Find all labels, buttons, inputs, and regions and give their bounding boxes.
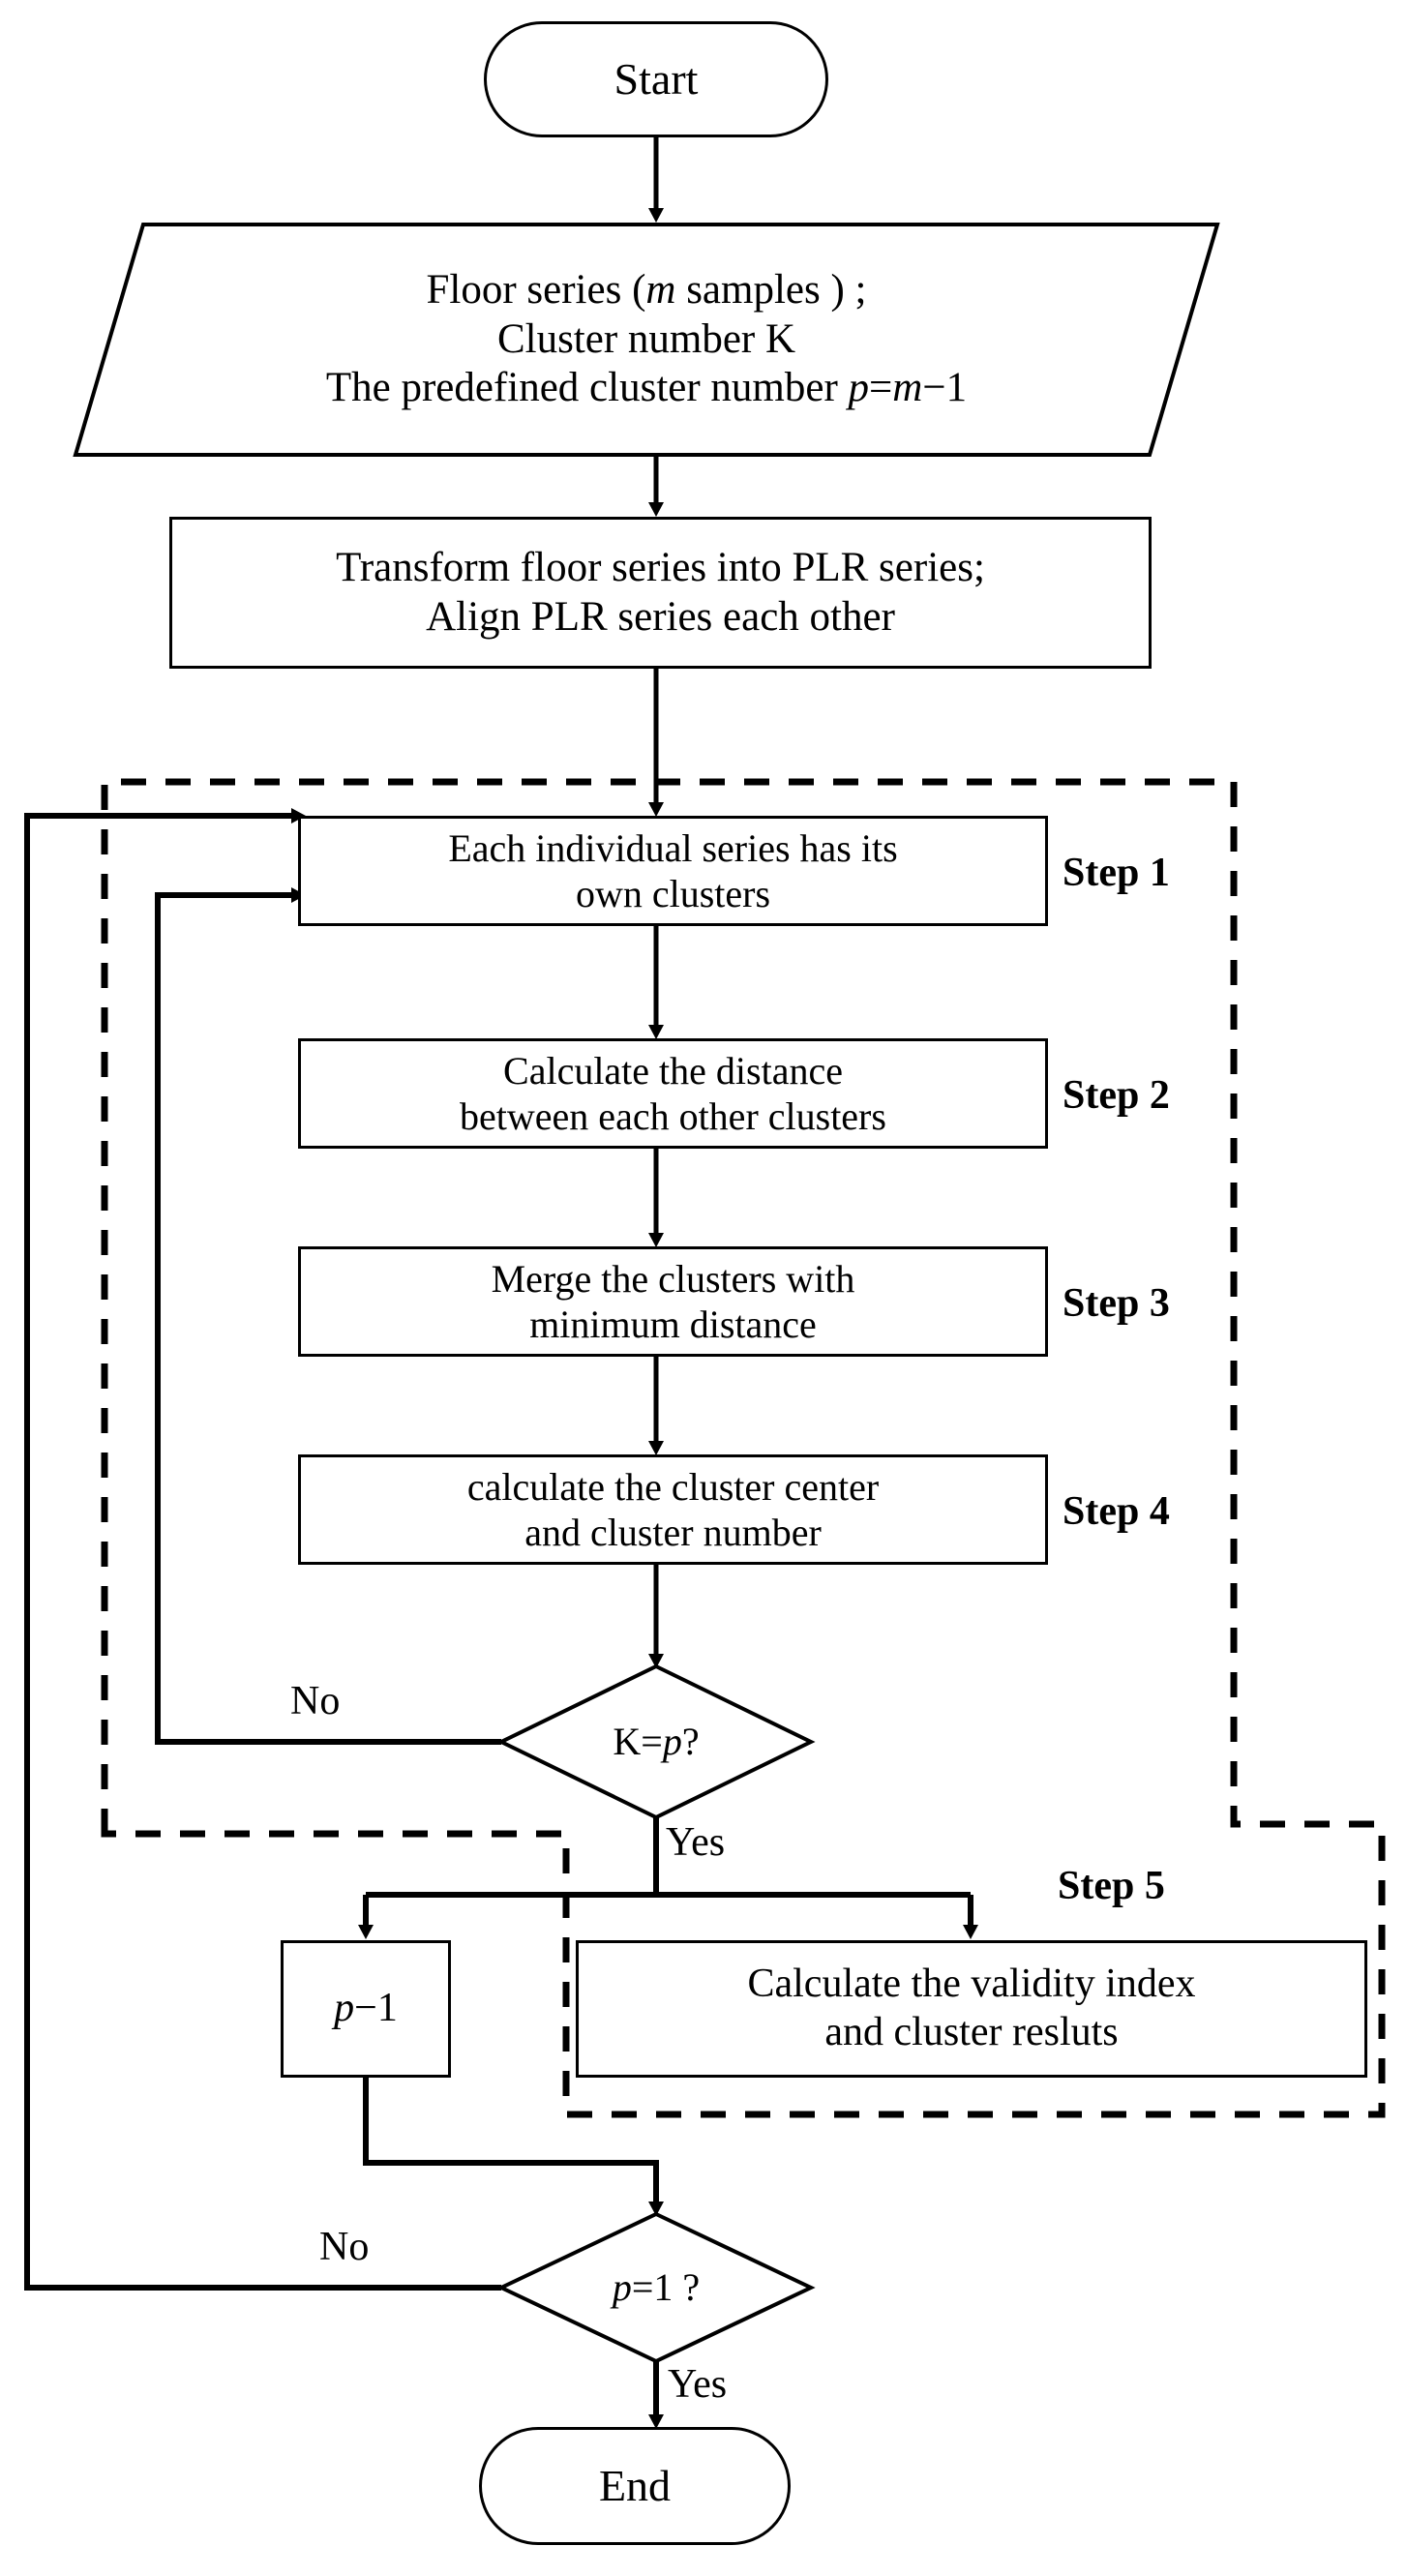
node-step1-box[interactable]: Each individual series has its own clust…	[298, 816, 1048, 926]
input-line-3: The predefined cluster number p=m−1	[326, 364, 967, 413]
step-label-2: Step 2	[1063, 1073, 1170, 1118]
transform-line-1: Transform floor series into PLR series;	[336, 544, 985, 590]
node-transform[interactable]: Transform floor series into PLR series; …	[169, 517, 1152, 669]
step4-line-1: calculate the cluster center	[466, 1464, 880, 1509]
pminus1-p: p	[334, 1986, 355, 2031]
edge-label-p1-yes: Yes	[668, 2362, 728, 2407]
input-line-3-p: p	[848, 365, 870, 411]
decision-kp-p: p	[662, 1720, 682, 1764]
step1-line-1: Each individual series has its	[448, 825, 898, 870]
node-start-label: Start	[614, 53, 699, 104]
input-line-1-m: m	[645, 266, 676, 313]
decision-p1-p: p	[612, 2265, 632, 2310]
step3-line-1: Merge the clusters with	[491, 1256, 855, 1301]
node-step2-box[interactable]: Calculate the distance between each othe…	[298, 1038, 1048, 1149]
step-label-1: Step 1	[1063, 851, 1170, 895]
step2-line-1: Calculate the distance	[503, 1048, 843, 1093]
validity-line-2: and cluster resluts	[824, 2010, 1119, 2054]
step1-line-2: own clusters	[575, 872, 771, 915]
step4-line-2: and cluster number	[524, 1511, 822, 1554]
step2-line-2: between each other clusters	[460, 1094, 886, 1138]
step-label-4: Step 4	[1063, 1489, 1170, 1534]
node-decision-kp[interactable]: K=p?	[559, 1713, 753, 1771]
node-step4-box[interactable]: calculate the cluster center and cluster…	[298, 1454, 1048, 1565]
input-line-1-b: samples ) ;	[675, 266, 867, 313]
input-line-3-b: −1	[922, 365, 968, 411]
input-line-3-eq: =	[869, 365, 893, 411]
input-line-1: Floor series (m samples ) ;	[426, 266, 866, 315]
node-start[interactable]: Start	[484, 21, 828, 137]
decision-p1-rest: =1 ?	[631, 2265, 701, 2310]
node-input-parallelogram[interactable]: Floor series (m samples ) ; Cluster numb…	[75, 225, 1217, 455]
node-decision-p1[interactable]: p=1 ?	[559, 2259, 753, 2317]
input-line-1-a: Floor series (	[426, 266, 646, 313]
transform-line-2: Align PLR series each other	[426, 593, 895, 640]
node-end[interactable]: End	[479, 2427, 791, 2545]
validity-line-1: Calculate the validity index	[747, 1962, 1196, 2007]
edge-label-p1-no: No	[319, 2225, 370, 2269]
edge-label-kp-yes: Yes	[666, 1820, 726, 1865]
pminus1-rest: −1	[354, 1986, 398, 2031]
input-line-3-m: m	[892, 365, 923, 411]
node-pminus1-box[interactable]: p−1	[281, 1940, 451, 2078]
step-label-3: Step 3	[1063, 1281, 1170, 1326]
input-line-2: Cluster number K	[496, 315, 796, 362]
input-line-3-a: The predefined cluster number	[325, 365, 849, 411]
node-step3-box[interactable]: Merge the clusters with minimum distance	[298, 1246, 1048, 1357]
decision-kp-eq: =	[641, 1720, 663, 1764]
step-label-5: Step 5	[1058, 1864, 1165, 1908]
decision-kp-k: K	[613, 1720, 642, 1764]
node-validity-box[interactable]: Calculate the validity index and cluster…	[576, 1940, 1367, 2078]
decision-kp-q: ?	[681, 1720, 700, 1764]
node-end-label: End	[598, 2460, 672, 2510]
edge-label-kp-no: No	[290, 1679, 341, 1723]
step3-line-2: minimum distance	[529, 1303, 817, 1346]
